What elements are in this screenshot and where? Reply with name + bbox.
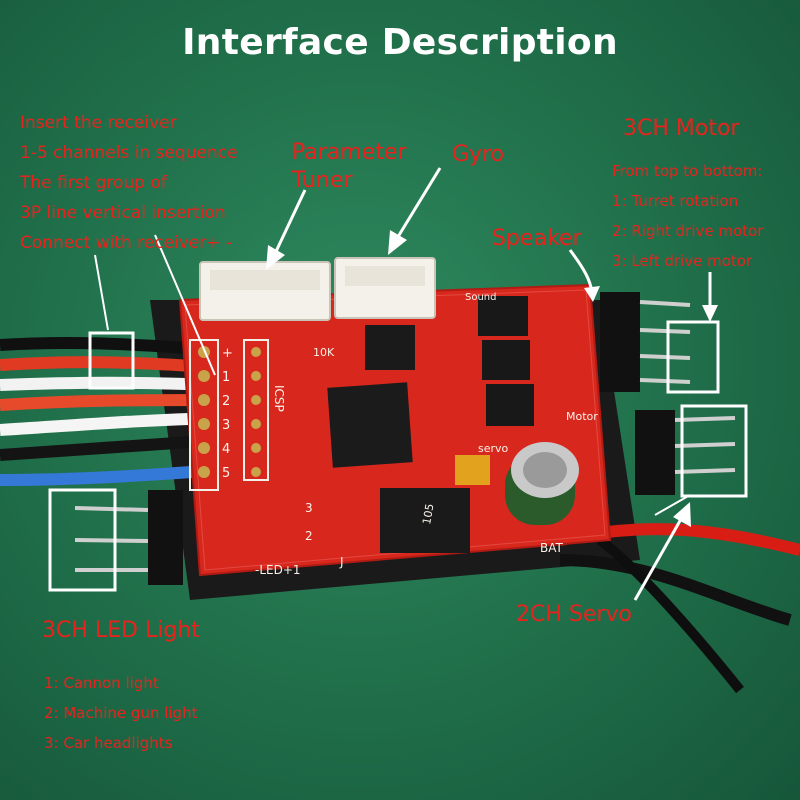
led-list-item: 2: Machine gun light — [44, 704, 198, 722]
silk-ch-plus: + — [222, 346, 233, 361]
servo-pins-box — [680, 404, 748, 498]
gyro-label: Gyro — [452, 142, 505, 167]
silk-ch-5: 5 — [222, 466, 230, 481]
motor-note-line: From top to bottom: — [612, 162, 763, 180]
silk-icsp: ICSP — [272, 385, 286, 412]
motor-note-line: 2: Right drive motor — [612, 222, 764, 240]
silk-led: -LED+1 — [255, 563, 301, 577]
silk-ch-3: 3 — [222, 418, 230, 433]
silk-servo: servo — [478, 442, 509, 455]
motor-note-line: 3: Left drive motor — [612, 252, 753, 270]
silk-ch-2: 2 — [222, 394, 230, 409]
white-connectors — [199, 257, 436, 321]
led-list-item: 1: Cannon light — [44, 674, 159, 692]
led-list: 1: Cannon light 2: Machine gun light 3: … — [44, 668, 197, 758]
receiver-note-line: Insert the receiver — [20, 113, 177, 133]
highlight-boxes — [48, 320, 748, 592]
led-heading: 3CH LED Light — [42, 618, 200, 643]
receiver-note-line: The first group of — [20, 173, 167, 193]
receiver-note-line: 3P line vertical insertion — [20, 203, 226, 223]
silk-sound: Sound — [465, 292, 497, 303]
silk-led-2: 2 — [305, 529, 313, 543]
page-title: Interface Description — [182, 22, 618, 63]
motor-pins-box — [666, 320, 720, 394]
receiver-note-line: Connect with receiver+ - — [20, 233, 233, 253]
receiver-note-line: 1-5 channels in sequence — [20, 143, 238, 163]
led-list-item: 3: Car headlights — [44, 734, 173, 752]
receiver-wire-box — [88, 331, 135, 390]
motor-heading: 3CH Motor — [623, 116, 740, 141]
channel-header — [189, 339, 269, 491]
pointers — [94, 167, 718, 601]
silk-10k: 10K — [313, 346, 335, 359]
servo-label: 2CH Servo — [516, 602, 632, 627]
led-header — [74, 490, 183, 585]
silk-j: J — [339, 555, 344, 569]
motor-headers — [600, 292, 736, 495]
silk-ch-4: 4 — [222, 442, 230, 457]
silk-ch-1: 1 — [222, 370, 230, 385]
parameter-tuner-label-1: Parameter — [292, 140, 407, 165]
silk-bat: BAT — [540, 541, 564, 555]
silk-motor: Motor — [566, 410, 598, 423]
motor-note: From top to bottom: 1: Turret rotation 2… — [612, 156, 763, 276]
silk-led-3: 3 — [305, 501, 313, 515]
parameter-tuner-label-2: Tuner — [292, 168, 353, 193]
silk-cap: 105 — [420, 503, 436, 526]
speaker-label: Speaker — [492, 226, 582, 251]
capacitor — [505, 442, 579, 525]
motor-note-line: 1: Turret rotation — [612, 192, 739, 210]
led-pins-box — [48, 488, 117, 592]
chips — [327, 296, 534, 553]
silkscreen: + 1 2 3 4 5 ICSP 10K -LED+1 3 2 J servo … — [222, 292, 598, 577]
receiver-note: Insert the receiver 1-5 channels in sequ… — [20, 108, 238, 258]
